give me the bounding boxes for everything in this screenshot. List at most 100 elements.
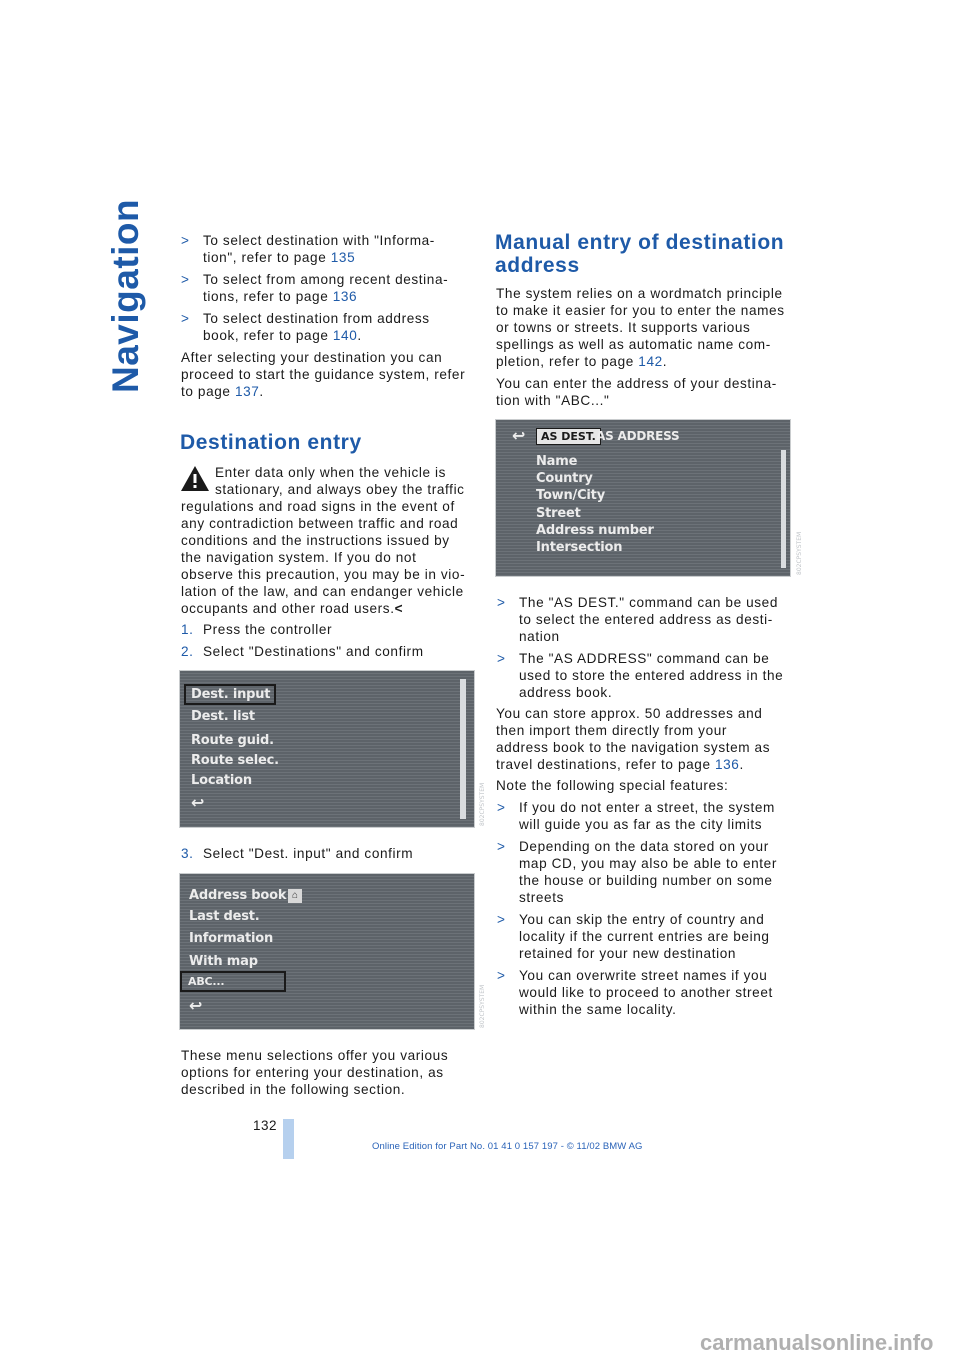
list-item: > To select destination from address boo… bbox=[181, 310, 481, 344]
menu-screenshot-destinations: Dest. input Dest. list Route guid. Route… bbox=[179, 670, 475, 828]
watermark: carmanualsonline.info bbox=[700, 1330, 934, 1355]
text-line: regulations and road signs in the event … bbox=[181, 499, 455, 514]
text-line: or towns or streets. It supports various bbox=[496, 320, 751, 335]
page-link[interactable]: 137 bbox=[234, 384, 260, 399]
step-item: 2. Select "Destinations" and confirm bbox=[181, 643, 481, 660]
text-line: If you do not enter a street, the system bbox=[519, 800, 775, 815]
punctuation: . bbox=[662, 354, 668, 369]
text-line: Depending on the data stored on your bbox=[519, 839, 769, 854]
section-heading: Destination entry bbox=[180, 431, 362, 454]
edition-note: Online Edition for Part No. 01 41 0 157 … bbox=[372, 1141, 643, 1152]
page-link[interactable]: 135 bbox=[330, 250, 356, 265]
text-line: the navigation system. If you do not bbox=[181, 550, 417, 565]
menu-item-address-book[interactable]: Address book bbox=[189, 888, 287, 903]
text-line: locality if the current entries are bein… bbox=[519, 929, 770, 944]
menu-item-town-city[interactable]: Town/City bbox=[536, 488, 605, 503]
bullet-mark: > bbox=[497, 800, 506, 815]
page-link[interactable]: 136 bbox=[332, 289, 358, 304]
menu-item-country[interactable]: Country bbox=[536, 471, 593, 486]
menu-item-last-dest[interactable]: Last dest. bbox=[189, 909, 260, 924]
list-item: > You can overwrite street names if you … bbox=[497, 967, 797, 1018]
footer-accent-bar bbox=[283, 1119, 294, 1159]
text-line: to page bbox=[181, 384, 235, 399]
text-line: nation bbox=[519, 629, 560, 644]
bullet-text: book, refer to page bbox=[203, 328, 333, 343]
text-line: the house or building number on some bbox=[519, 873, 773, 888]
back-arrow-icon[interactable]: ↩ bbox=[512, 426, 526, 445]
page-link[interactable]: 142 bbox=[638, 354, 663, 369]
back-arrow-icon[interactable]: ↩ bbox=[191, 793, 205, 812]
list-item: > Depending on the data stored on your m… bbox=[497, 838, 797, 906]
page-link[interactable]: 140 bbox=[332, 328, 358, 343]
sidebar-section-title: Navigation bbox=[105, 198, 146, 393]
paragraph: After selecting your destination you can… bbox=[181, 349, 481, 400]
bullet-mark: > bbox=[181, 233, 190, 248]
menu-item-location[interactable]: Location bbox=[191, 773, 252, 788]
text-line: address book. bbox=[519, 685, 613, 700]
paragraph: You can enter the address of your destin… bbox=[496, 375, 796, 409]
text-line: within the same locality. bbox=[519, 1002, 677, 1017]
screen-background bbox=[180, 671, 474, 827]
menu-item-abc[interactable]: ABC... bbox=[180, 971, 286, 992]
screen-background bbox=[180, 874, 474, 1029]
tab-as-address[interactable]: AS ADDRESS bbox=[596, 429, 680, 443]
text-line: After selecting your destination you can bbox=[181, 350, 443, 365]
step-item: 1. Press the controller bbox=[181, 621, 481, 638]
step-number: 3. bbox=[181, 846, 194, 861]
text-line: stationary, and always obey the traffic bbox=[215, 482, 465, 497]
step-item: 3. Select "Dest. input" and confirm bbox=[181, 845, 481, 862]
text-line: tion with "ABC..." bbox=[496, 393, 610, 408]
menu-item-street[interactable]: Street bbox=[536, 506, 581, 521]
text-line: These menu selections offer you various bbox=[181, 1048, 449, 1063]
scrollbar bbox=[781, 450, 786, 568]
text-line: You can overwrite street names if you bbox=[519, 968, 768, 983]
text-line: You can store approx. 50 addresses and bbox=[496, 706, 763, 721]
page-link[interactable]: 136 bbox=[714, 757, 740, 772]
step-text: Press the controller bbox=[203, 622, 333, 637]
bullet-mark: > bbox=[181, 311, 190, 326]
list-item: > To select destination with "Informa- t… bbox=[181, 232, 481, 266]
menu-item-intersection[interactable]: Intersection bbox=[536, 540, 623, 555]
text-line: used to store the entered address in the bbox=[519, 668, 784, 683]
heading-line: Manual entry of destination bbox=[495, 231, 785, 254]
step-number: 1. bbox=[181, 622, 194, 637]
text-line: map CD, you may also be able to enter bbox=[519, 856, 777, 871]
text-line: spellings as well as automatic name com- bbox=[496, 337, 771, 352]
page-number: 132 bbox=[253, 1118, 278, 1133]
text-line: The "AS DEST." command can be used bbox=[519, 595, 778, 610]
bullet-text: To select destination from address bbox=[203, 311, 430, 326]
menu-item-information[interactable]: Information bbox=[189, 931, 274, 946]
text-line: pletion, refer to page bbox=[496, 354, 639, 369]
punctuation: . bbox=[357, 328, 362, 343]
menu-item-route-guid[interactable]: Route guid. bbox=[191, 733, 274, 748]
paragraph: You can store approx. 50 addresses and t… bbox=[496, 705, 796, 773]
step-text: Select "Destinations" and confirm bbox=[203, 644, 424, 659]
menu-item-dest-list[interactable]: Dest. list bbox=[191, 709, 255, 724]
list-item: > You can skip the entry of country and … bbox=[497, 911, 797, 962]
paragraph: The system relies on a wordmatch princip… bbox=[496, 285, 796, 370]
section-heading: Manual entry of destination address bbox=[495, 231, 795, 277]
menu-item-with-map[interactable]: With map bbox=[189, 954, 258, 969]
bullet-mark: > bbox=[181, 272, 190, 287]
bullet-mark: > bbox=[497, 595, 506, 610]
text-line: will guide you as far as the city limits bbox=[519, 817, 763, 832]
bullet-mark: > bbox=[497, 912, 506, 927]
text-line: address book to the navigation system as bbox=[496, 740, 771, 755]
menu-item-dest-input[interactable]: Dest. input bbox=[184, 684, 276, 705]
figure-id: 802CPSYSTEM bbox=[796, 531, 803, 575]
bullet-text: To select from among recent destina- bbox=[203, 272, 449, 287]
bullet-mark: > bbox=[497, 839, 506, 854]
bullet-mark: > bbox=[497, 968, 506, 983]
menu-item-address-number[interactable]: Address number bbox=[536, 523, 654, 538]
tab-as-dest[interactable]: AS DEST. bbox=[536, 428, 601, 445]
punctuation: . bbox=[739, 757, 744, 772]
bullet-text: tions, refer to page bbox=[203, 289, 333, 304]
step-number: 2. bbox=[181, 644, 194, 659]
figure-id: 802CPSYSTEM bbox=[479, 984, 486, 1028]
menu-item-route-selec[interactable]: Route selec. bbox=[191, 753, 279, 768]
back-arrow-icon[interactable]: ↩ bbox=[189, 996, 203, 1015]
text-line: occupants and other road users. bbox=[181, 601, 395, 616]
menu-item-name[interactable]: Name bbox=[536, 454, 578, 469]
text-line: proceed to start the guidance system, re… bbox=[181, 367, 466, 382]
text-line: to make it easier for you to enter the n… bbox=[496, 303, 785, 318]
